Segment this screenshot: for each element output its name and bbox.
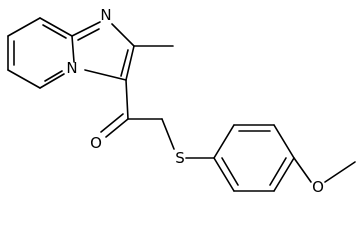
- atom-label-s-thioether: S: [175, 149, 185, 167]
- bond: [120, 49, 129, 77]
- bond: [221, 157, 239, 186]
- atom-label-o-ketone: O: [90, 134, 102, 152]
- methoxyphenyl-ring: [213, 124, 295, 192]
- bond: [105, 118, 129, 138]
- ketone-chain: [100, 79, 215, 159]
- bond: [39, 73, 65, 89]
- bond: [84, 69, 127, 81]
- bond: [7, 69, 41, 89]
- bond: [273, 157, 295, 192]
- imidazole-ring: [71, 21, 135, 81]
- bond: [161, 118, 175, 150]
- bond: [213, 124, 235, 159]
- bond: [71, 21, 101, 37]
- bond: [42, 24, 67, 39]
- bond: [273, 124, 295, 159]
- bond: [293, 157, 312, 183]
- bond: [77, 28, 100, 41]
- bond: [71, 35, 75, 63]
- bond: [7, 17, 41, 37]
- bond: [269, 157, 287, 186]
- atom-label-n-bridgehead: N: [66, 59, 77, 77]
- bond: [100, 113, 124, 133]
- atom-label-n-imine: N: [100, 6, 111, 24]
- bond: [125, 79, 129, 120]
- pyridine-ring: [7, 17, 75, 89]
- chemical-structure: N N O S O: [7, 6, 356, 196]
- bond: [44, 70, 63, 82]
- bond: [125, 45, 135, 81]
- bond: [213, 157, 235, 192]
- bond: [39, 17, 73, 37]
- bond: [324, 161, 356, 183]
- bond: [111, 23, 135, 47]
- atom-label-o-methoxy: O: [312, 178, 324, 196]
